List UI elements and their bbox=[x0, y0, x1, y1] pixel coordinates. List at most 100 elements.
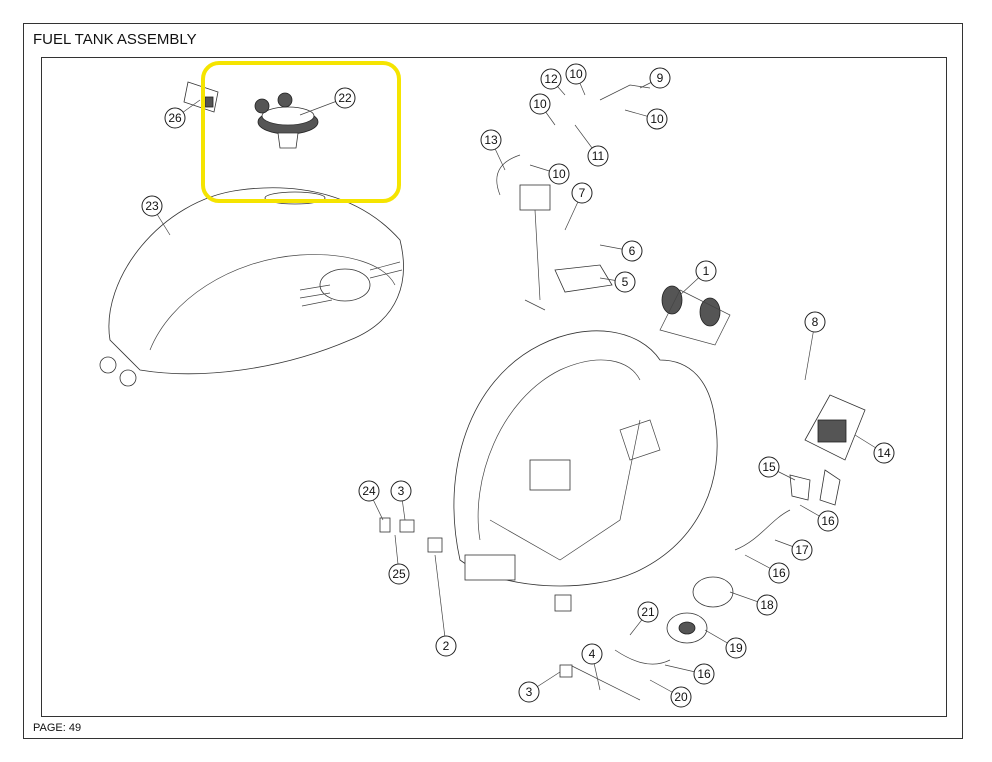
callout-number: 16 bbox=[697, 667, 711, 681]
part-callout-16[interactable]: 16 bbox=[817, 510, 839, 532]
part-callout-14[interactable]: 14 bbox=[873, 442, 895, 464]
part-callout-4[interactable]: 4 bbox=[581, 643, 603, 665]
leader-line bbox=[434, 554, 447, 647]
part-callout-16[interactable]: 16 bbox=[693, 663, 715, 685]
part-callout-20[interactable]: 20 bbox=[670, 686, 692, 708]
callout-number: 17 bbox=[795, 543, 809, 557]
hoses-drawing bbox=[496, 84, 791, 701]
callout-number: 3 bbox=[526, 685, 533, 699]
callout-circle bbox=[571, 182, 593, 204]
part-callout-24[interactable]: 24 bbox=[358, 480, 380, 502]
part-callout-15[interactable]: 15 bbox=[758, 456, 780, 478]
part-callout-21[interactable]: 21 bbox=[637, 601, 659, 623]
part-callout-3[interactable]: 3 bbox=[518, 681, 540, 703]
callout-circle bbox=[621, 240, 643, 262]
callout-circle bbox=[480, 129, 502, 151]
callout-number: 6 bbox=[629, 244, 636, 258]
fuel-pump-drawing[interactable] bbox=[519, 184, 731, 346]
callout-number: 9 bbox=[657, 71, 664, 85]
callout-circle bbox=[435, 635, 457, 657]
callout-circle bbox=[141, 195, 163, 217]
callout-number: 10 bbox=[552, 167, 566, 181]
callout-circle bbox=[817, 510, 839, 532]
callout-number: 10 bbox=[533, 97, 547, 111]
callout-number: 19 bbox=[729, 641, 743, 655]
callout-circle bbox=[873, 442, 895, 464]
callout-number: 4 bbox=[589, 647, 596, 661]
callout-number: 24 bbox=[362, 484, 376, 498]
callout-circle bbox=[637, 601, 659, 623]
callout-circle bbox=[646, 108, 668, 130]
part-callout-9[interactable]: 9 bbox=[649, 67, 671, 89]
callout-number: 18 bbox=[760, 598, 774, 612]
fuel-tank-body-drawing[interactable] bbox=[453, 330, 718, 587]
callout-circle bbox=[529, 93, 551, 115]
part-callout-5[interactable]: 5 bbox=[614, 271, 636, 293]
fuel-cap-drawing[interactable] bbox=[254, 92, 319, 149]
callout-number: 20 bbox=[674, 690, 688, 704]
callout-circle bbox=[548, 163, 570, 185]
part-callout-26[interactable]: 26 bbox=[164, 107, 186, 129]
callout-circle bbox=[804, 311, 826, 333]
part-callout-10[interactable]: 10 bbox=[548, 163, 570, 185]
part-callout-18[interactable]: 18 bbox=[756, 594, 778, 616]
callout-circle bbox=[791, 539, 813, 561]
callout-circle bbox=[649, 67, 671, 89]
part-callout-6[interactable]: 6 bbox=[621, 240, 643, 262]
callout-circle bbox=[358, 480, 380, 502]
fuel-tank-cover-drawing[interactable] bbox=[99, 187, 404, 387]
part-callout-25[interactable]: 25 bbox=[388, 563, 410, 585]
callout-number: 14 bbox=[877, 446, 891, 460]
callout-number: 16 bbox=[821, 514, 835, 528]
callout-number: 8 bbox=[812, 315, 819, 329]
callout-number: 21 bbox=[641, 605, 655, 619]
callout-circle bbox=[164, 107, 186, 129]
callout-number: 10 bbox=[569, 67, 583, 81]
callout-circle bbox=[768, 562, 790, 584]
callout-circle bbox=[693, 663, 715, 685]
part-callout-17[interactable]: 17 bbox=[791, 539, 813, 561]
callout-circle bbox=[390, 480, 412, 502]
part-callout-11[interactable]: 11 bbox=[587, 145, 609, 167]
callout-number: 11 bbox=[592, 149, 605, 163]
part-callout-8[interactable]: 8 bbox=[804, 311, 826, 333]
callout-number: 5 bbox=[622, 275, 629, 289]
part-callout-19[interactable]: 19 bbox=[725, 637, 747, 659]
callout-number: 7 bbox=[579, 186, 586, 200]
part-callout-3[interactable]: 3 bbox=[390, 480, 412, 502]
part-callout-10[interactable]: 10 bbox=[529, 93, 551, 115]
callout-number: 15 bbox=[762, 460, 776, 474]
part-callout-23[interactable]: 23 bbox=[141, 195, 163, 217]
part-callout-22[interactable]: 22 bbox=[334, 87, 356, 109]
callout-number: 23 bbox=[145, 199, 159, 213]
filter-drawing bbox=[666, 576, 734, 644]
part-callout-10[interactable]: 10 bbox=[646, 108, 668, 130]
page-number: PAGE: 49 bbox=[33, 722, 82, 734]
part-callout-1[interactable]: 1 bbox=[695, 260, 717, 282]
part-callout-13[interactable]: 13 bbox=[480, 129, 502, 151]
ecu-module-drawing[interactable] bbox=[789, 394, 866, 506]
callout-number: 3 bbox=[398, 484, 405, 498]
part-callout-16[interactable]: 16 bbox=[768, 562, 790, 584]
callout-number: 1 bbox=[703, 264, 710, 278]
callout-circle bbox=[388, 563, 410, 585]
callout-number: 22 bbox=[338, 91, 352, 105]
part-callout-10[interactable]: 10 bbox=[565, 63, 587, 85]
callout-number: 13 bbox=[484, 133, 498, 147]
part-callout-7[interactable]: 7 bbox=[571, 182, 593, 204]
callout-number: 25 bbox=[392, 567, 406, 581]
callout-circle bbox=[670, 686, 692, 708]
callout-circle bbox=[581, 643, 603, 665]
part-callout-12[interactable]: 12 bbox=[540, 68, 562, 90]
part-callout-2[interactable]: 2 bbox=[435, 635, 457, 657]
callout-number: 26 bbox=[168, 111, 182, 125]
callout-number: 10 bbox=[650, 112, 664, 126]
page-title: FUEL TANK ASSEMBLY bbox=[33, 31, 197, 48]
callout-circle bbox=[565, 63, 587, 85]
diagram-frame bbox=[41, 57, 947, 717]
callout-number: 12 bbox=[544, 72, 558, 86]
callout-circle bbox=[725, 637, 747, 659]
callout-number: 2 bbox=[443, 639, 450, 653]
